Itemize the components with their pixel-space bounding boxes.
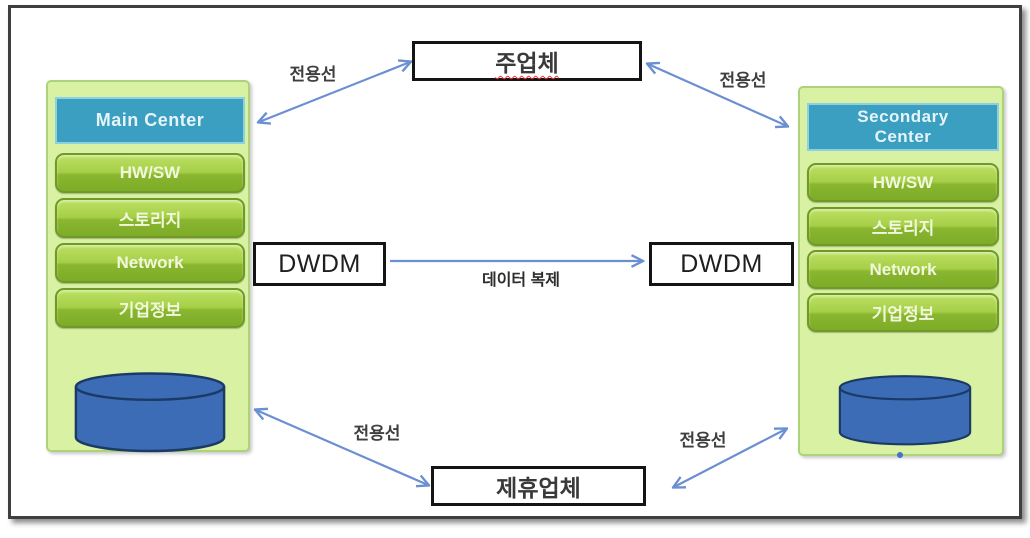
selection-handle-dot — [897, 452, 903, 458]
partner-vendor-node: 제휴업체 — [431, 466, 646, 506]
secondary-center-item-hwsw: HW/SW — [807, 163, 999, 202]
dedicated-line-label-bottom-right: 전용선 — [679, 431, 727, 450]
dwdm-left-node: DWDM — [253, 242, 386, 286]
main-center-item-hwsw: HW/SW — [55, 153, 245, 193]
main-center-panel: Main Center HW/SW 스토리지 Network 기업정보 — [46, 80, 250, 453]
secondary-center-item-storage: 스토리지 — [807, 207, 999, 246]
main-center-item-network: Network — [55, 243, 245, 283]
secondary-center-panel: Secondary Center HW/SW 스토리지 Network 기업정보 — [798, 86, 1004, 456]
main-center-item-storage: 스토리지 — [55, 198, 245, 238]
secondary-center-database-cylinder-icon — [838, 375, 972, 446]
primary-vendor-node: 주업체 — [412, 41, 642, 81]
secondary-center-item-corpinfo: 기업정보 — [807, 293, 999, 332]
primary-vendor-label: 주업체 — [495, 50, 559, 76]
main-center-item-corpinfo: 기업정보 — [55, 288, 245, 328]
dedicated-line-label-top-right: 전용선 — [719, 71, 767, 90]
main-center-database-cylinder-icon — [74, 372, 226, 453]
diagram-frame: Main Center HW/SW 스토리지 Network 기업정보 Seco… — [8, 5, 1022, 519]
dedicated-line-label-top-left: 전용선 — [289, 65, 337, 84]
secondary-center-item-network: Network — [807, 250, 999, 289]
main-center-title: Main Center — [55, 97, 245, 144]
data-replication-label: 데이터 복제 — [481, 272, 561, 289]
dwdm-right-node: DWDM — [649, 242, 794, 286]
dedicated-line-label-bottom-left: 전용선 — [353, 424, 401, 443]
secondary-center-title: Secondary Center — [807, 103, 999, 151]
